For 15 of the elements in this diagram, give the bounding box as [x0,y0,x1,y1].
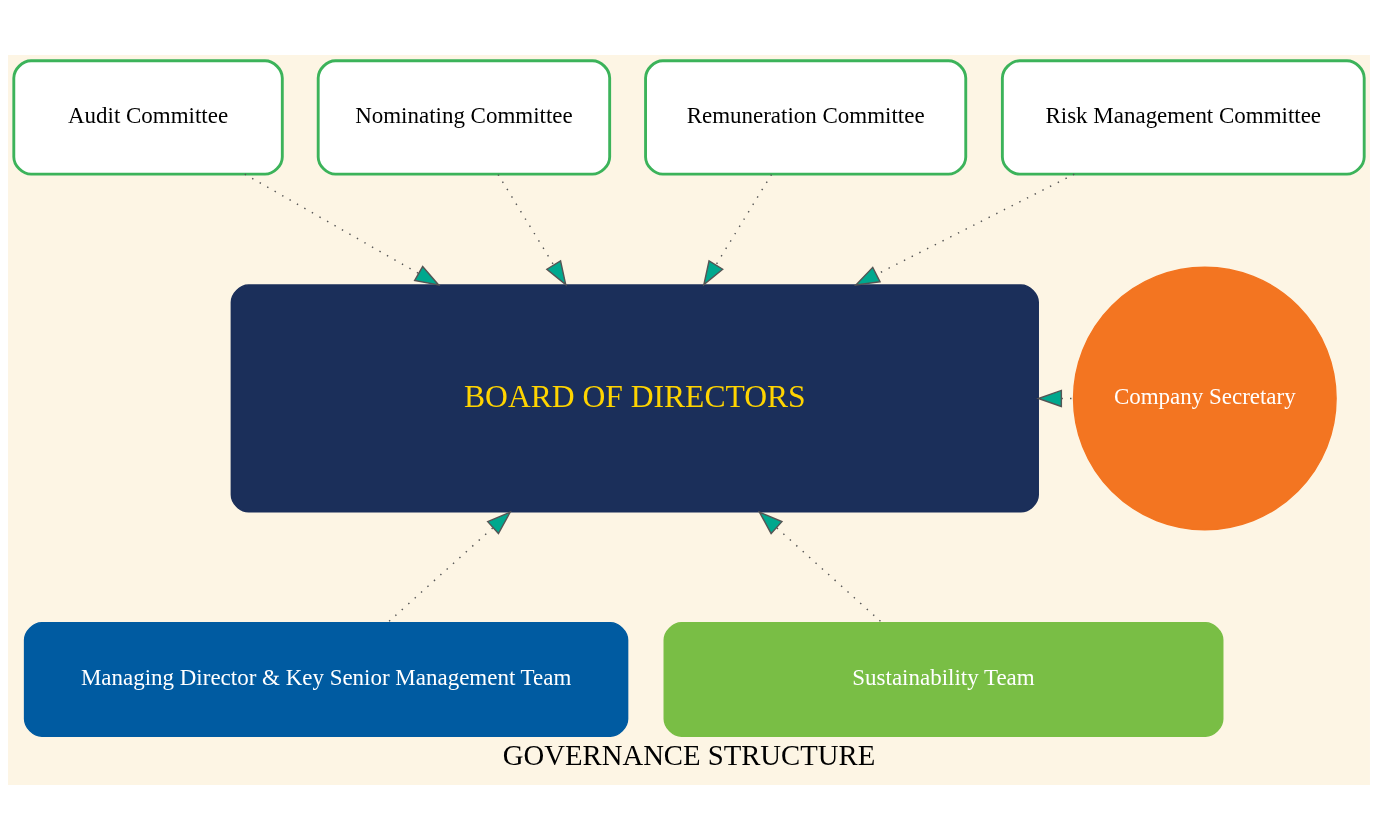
node-box: Managing Director & Key Senior Management Team [23,621,629,737]
arrow [386,510,512,623]
arrow [497,173,567,286]
arrow [853,172,1075,286]
arrow [702,173,773,286]
node-box: Remuneration Committee [644,58,968,176]
node-circle: Company Secretary [1072,265,1337,530]
diagram-title: GOVERNANCE STRUCTURE [502,738,876,771]
node-box: Nominating Committee [316,58,612,176]
arrow [757,510,883,623]
node-box: Risk Management Committee [1000,58,1366,176]
arrow [244,172,441,286]
node-box: Audit Committee [12,58,284,176]
node-box: Sustainability Team [663,621,1224,737]
node-box: BOARD OF DIRECTORS [230,283,1039,513]
